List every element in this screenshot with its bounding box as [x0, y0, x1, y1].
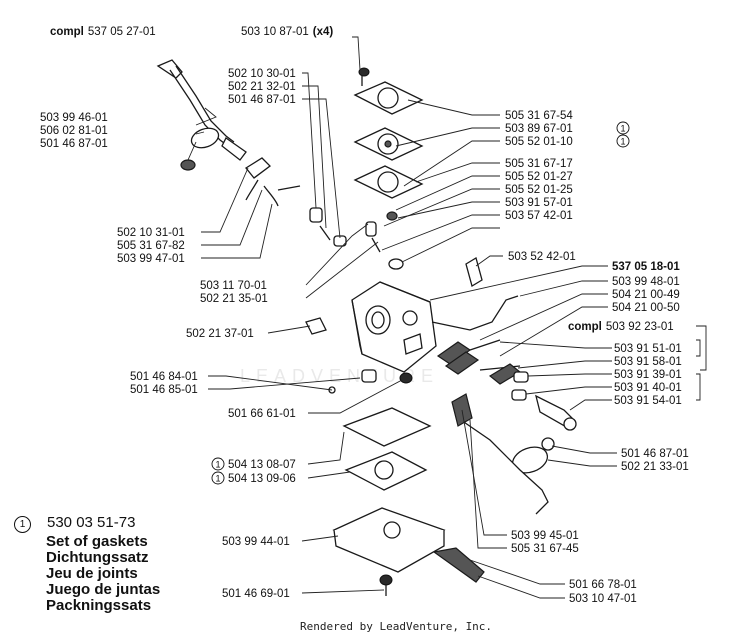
label-502-21-37-01: 502 21 37-01 — [186, 328, 254, 340]
label-504-21-00-50: 504 21 00-50 — [612, 302, 680, 314]
choke-arm — [535, 394, 577, 431]
fuel-nipple — [431, 257, 519, 331]
label-505-31-67-45: 505 31 67-45 — [511, 543, 579, 555]
label-503-99-47-01: 503 99 47-01 — [117, 253, 185, 265]
compl-prefix: compl — [568, 321, 602, 333]
label-503-99-46-01: 503 99 46-01 — [40, 112, 108, 124]
watermark: LEADVENTURE — [240, 366, 440, 386]
marker-503-89-67-01: 1 — [616, 121, 630, 135]
label-503-91-57-01: 503 91 57-01 — [505, 197, 573, 209]
metering-stack — [332, 407, 446, 573]
label-503-91-51-01: 503 91 51-01 — [614, 343, 682, 355]
part-number: 537 05 27-01 — [88, 26, 156, 38]
top-center-label: 503 10 87-01 (x4) — [241, 26, 333, 38]
label-505-52-01-10: 505 52 01-10 — [505, 136, 573, 148]
label-505-52-01-27: 505 52 01-27 — [505, 171, 573, 183]
label-505-31-67-17: 505 31 67-17 — [505, 158, 573, 170]
throttle-lever — [457, 417, 555, 515]
choke-lever — [245, 157, 301, 207]
marker-symbol: 1 — [621, 137, 626, 147]
part-labels: compl 537 05 27-01 503 10 87-01 (x4) 502 1… — [40, 26, 689, 605]
label-501-46-69-01: 501 46 69-01 — [222, 588, 290, 600]
label-503-91-58-01: 503 91 58-01 — [614, 356, 682, 368]
label-505-31-67-82: 505 31 67-82 — [117, 240, 185, 252]
compl-prefix: compl — [50, 26, 84, 38]
marker-505-52-01-10: 1 — [616, 134, 630, 148]
label-501-46-87-01: 501 46 87-01 — [228, 94, 296, 106]
bottom-hardware — [379, 547, 485, 596]
legend-line: Jeu de joints — [46, 565, 138, 582]
label-503-10-47-01: 503 10 47-01 — [569, 593, 637, 605]
label-503-11-70-01: 503 11 70-01 — [200, 280, 267, 292]
pump-cover-stack — [353, 67, 424, 199]
label-504-21-00-49: 504 21 00-49 — [612, 289, 680, 301]
label-503-91-40-01: 503 91 40-01 — [614, 382, 682, 394]
legend-marker: 1 — [14, 516, 31, 533]
legend-line: Set of gaskets — [46, 533, 148, 550]
label-502-21-35-01: 502 21 35-01 — [200, 293, 268, 305]
marker-504-13-09-06: 1 — [211, 471, 225, 485]
label-537-05-18-01: 537 05 18-01 — [612, 261, 680, 273]
label-501-46-85-01: 501 46 85-01 — [130, 384, 198, 396]
label-505-52-01-25: 505 52 01-25 — [505, 184, 573, 196]
label-503-57-42-01: 503 57 42-01 — [505, 210, 573, 222]
compl-top-label: compl 537 05 27-01 — [50, 26, 156, 38]
label-501-66-61-01: 501 66 61-01 — [228, 408, 296, 420]
label-501-46-87-01-right: 501 46 87-01 — [621, 448, 689, 460]
label-501-46-87-01: 501 46 87-01 — [40, 138, 108, 150]
label-506-02-81-01: 506 02 81-01 — [40, 125, 108, 137]
label-501-46-84-01: 501 46 84-01 — [130, 371, 198, 383]
label-504-13-08-07: 504 13 08-07 — [228, 459, 296, 471]
label-503-89-67-01: 503 89 67-01 — [505, 123, 573, 135]
label-503-99-48-01: 503 99 48-01 — [612, 276, 680, 288]
marker-504-13-08-07: 1 — [211, 457, 225, 471]
label-502-21-33-01: 502 21 33-01 — [621, 461, 689, 473]
adjust-needles — [436, 339, 529, 401]
label-505-31-67-54: 505 31 67-54 — [505, 110, 573, 122]
label-501-66-78-01: 501 66 78-01 — [569, 579, 637, 591]
label-502-10-31-01: 502 10 31-01 — [117, 227, 185, 239]
part-number: 503 92 23-01 — [606, 321, 674, 333]
legend-line: Juego de juntas — [46, 581, 161, 598]
label-503-99-45-01: 503 99 45-01 — [511, 530, 579, 542]
carburetor-body — [351, 281, 437, 373]
small-screws — [309, 207, 404, 270]
parts-artwork — [156, 59, 577, 596]
legend-header: 1 530 03 51-73 — [14, 514, 160, 533]
label-503-52-42-01: 503 52 42-01 — [508, 251, 576, 263]
gasket-set-legend: 1 530 03 51-73 Set of gaskets Dichtungss… — [14, 514, 160, 614]
part-number: 503 10 87-01 — [241, 26, 309, 38]
quantity-suffix: (x4) — [313, 26, 334, 38]
label-502-10-30-01: 502 10 30-01 — [228, 68, 296, 80]
legend-part-number: 530 03 51-73 — [47, 514, 136, 531]
footer-credit: Rendered by LeadVenture, Inc. — [300, 620, 493, 633]
label-504-13-09-06: 504 13 09-06 — [228, 473, 296, 485]
label-502-21-32-01: 502 21 32-01 — [228, 81, 296, 93]
legend-description: Set of gaskets Dichtungssatz Jeu de join… — [46, 534, 160, 614]
marker-symbol: 1 — [216, 460, 221, 470]
marker-symbol: 1 — [216, 474, 221, 484]
legend-line: Dichtungssatz — [46, 549, 149, 566]
center-springs — [305, 317, 473, 427]
legend-line: Packningssats — [46, 597, 152, 614]
leader-lines — [187, 36, 707, 599]
marker-symbol: 1 — [621, 124, 626, 134]
label-503-91-54-01: 503 91 54-01 — [614, 395, 682, 407]
compl-right-label: compl 503 92 23-01 — [568, 321, 674, 333]
label-503-91-39-01: 503 91 39-01 — [614, 369, 682, 381]
label-503-99-44-01: 503 99 44-01 — [222, 536, 290, 548]
